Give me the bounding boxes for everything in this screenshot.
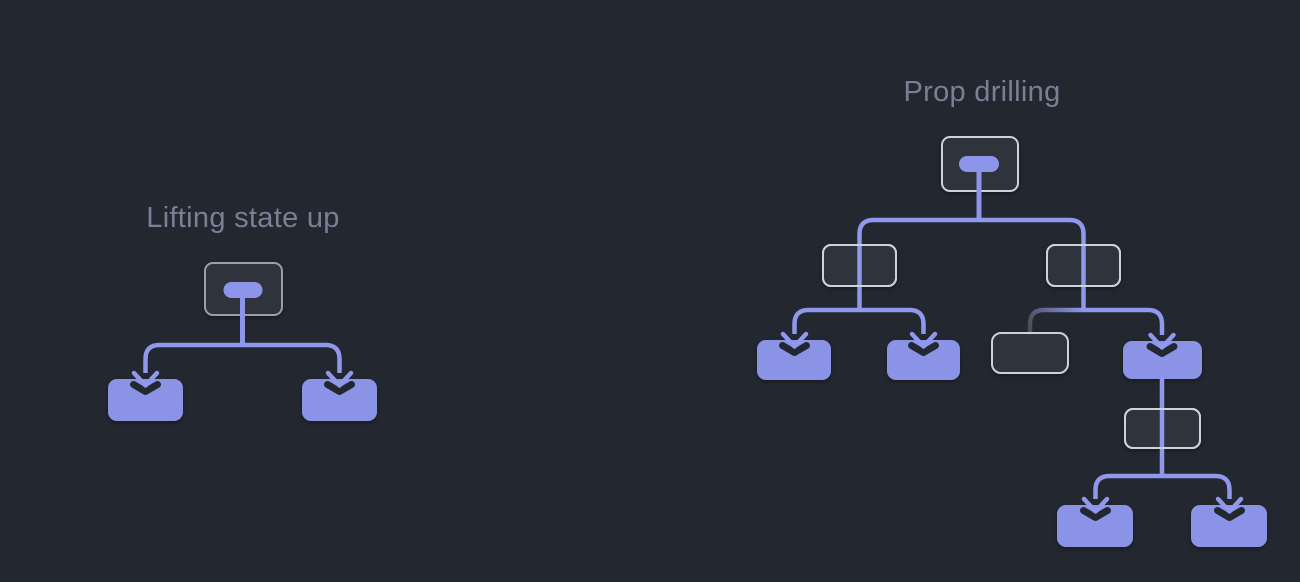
receiver-node [757, 340, 831, 380]
state-pill [959, 156, 999, 172]
arrow-notch-icon [1080, 507, 1111, 521]
arrow-notch-icon [908, 342, 939, 356]
muted-branch-line [1027, 307, 1085, 332]
arrow-notch-icon [1146, 343, 1178, 357]
arrowhead-icon [325, 370, 354, 388]
arrowhead-icon [1215, 496, 1244, 514]
receiver-node [1057, 505, 1133, 547]
arrow-notch-icon [1214, 507, 1245, 521]
branch-line [143, 342, 342, 373]
branch-line [857, 217, 1086, 310]
unused-node [991, 332, 1069, 374]
lifting-state-up-diagram [108, 262, 377, 421]
child-node [302, 379, 377, 421]
lifting-state-up-title: Lifting state up [146, 202, 340, 235]
arrowhead-icon [1081, 496, 1110, 514]
arrow-notch-icon [324, 381, 355, 395]
arrowhead-icon [909, 331, 938, 349]
receiver-node [1123, 341, 1202, 379]
receiver-node [887, 340, 960, 380]
passthrough-node-border [1124, 408, 1201, 449]
state-pill [223, 282, 263, 298]
arrowhead-icon [131, 370, 160, 388]
prop-drilling-diagram [757, 136, 1267, 547]
branch-line [792, 307, 926, 334]
passthrough-node-border [822, 244, 897, 287]
arrow-notch-icon [130, 381, 161, 395]
arrowhead-icon [1148, 332, 1176, 350]
branch-line [1083, 307, 1165, 335]
passthrough-node-border [1046, 244, 1121, 287]
arrow-notch-icon [779, 342, 810, 356]
receiver-node [1191, 505, 1267, 547]
branch-line [1093, 473, 1232, 499]
arrowhead-icon [780, 331, 809, 349]
child-node [108, 379, 183, 421]
prop-drilling-title: Prop drilling [903, 76, 1061, 109]
